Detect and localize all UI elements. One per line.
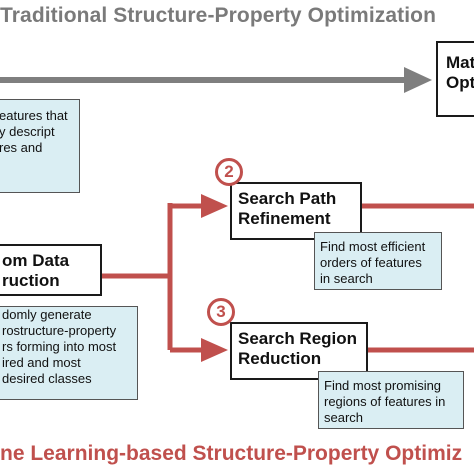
data-construction-note: domly generate rostructure-property rs f… [0, 306, 138, 400]
features-note-line-2: y descript [0, 124, 55, 139]
step3-note-line-3: search [324, 410, 364, 425]
step3-title-line-2: Reduction [238, 349, 322, 368]
step3-note-line-1: Find most promising [324, 378, 442, 393]
step3-note-line-2: regions of features in [324, 394, 446, 409]
search-path-refinement-box: Search Path Refinement [230, 182, 362, 240]
search-path-note: Find most efficient orders of features i… [314, 232, 442, 290]
features-note-line-1: eatures that [0, 108, 68, 123]
data-box-line-1: om Data [2, 251, 70, 270]
step2-note-line-1: Find most efficient [320, 239, 426, 254]
data-box-line-2: ruction [2, 271, 60, 290]
step2-note-line-2: orders of features [320, 255, 422, 270]
ml-title: ne Learning-based Structure-Property Opt… [0, 442, 463, 465]
material-optimization-line-2: Opti [446, 73, 474, 92]
step2-note-line-3: in search [320, 271, 373, 286]
data-note-line-5: desired classes [2, 371, 92, 386]
arrowhead-to-step2 [201, 194, 228, 218]
step3-title-line-1: Search Region [238, 329, 358, 348]
traditional-title: Traditional Structure-Property Optimizat… [0, 4, 437, 27]
search-region-note: Find most promising regions of features … [318, 371, 464, 429]
ml-flow-branch [102, 203, 474, 353]
random-data-construction-box: om Data ruction [0, 244, 102, 296]
step3-badge: 3 [207, 298, 235, 326]
features-note-line-3: res and [0, 140, 43, 155]
arrowhead-to-step3 [201, 338, 228, 362]
material-optimization-line-1: Mat [446, 53, 474, 72]
features-note: eatures that y descript res and [0, 99, 80, 193]
data-note-line-4: ired and most [2, 355, 81, 370]
traditional-flow-arrow [0, 67, 432, 93]
material-optimization-box: Mat Opti [436, 41, 474, 117]
search-region-reduction-box: Search Region Reduction [230, 322, 368, 380]
data-note-line-3: rs forming into most [2, 339, 117, 354]
step2-title-line-2: Refinement [238, 209, 331, 228]
data-note-line-2: rostructure-property [2, 323, 117, 338]
step2-badge: 2 [215, 158, 243, 186]
data-note-line-1: domly generate [2, 307, 92, 322]
step2-title-line-1: Search Path [238, 189, 337, 208]
